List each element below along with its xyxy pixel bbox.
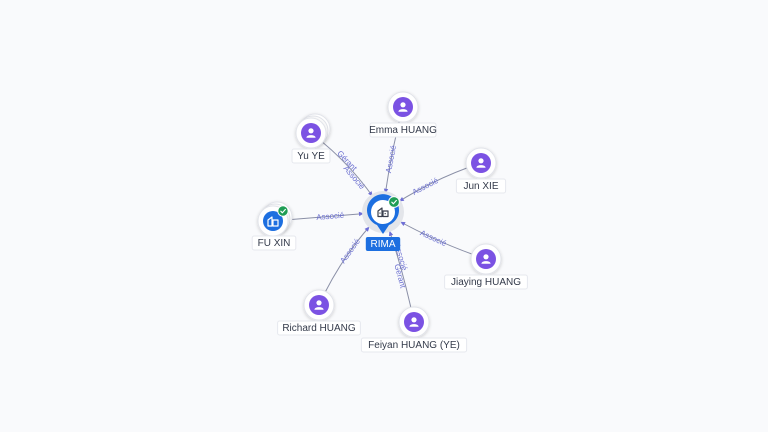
edge-arrow bbox=[364, 226, 370, 232]
center-node[interactable]: RIMA bbox=[362, 191, 404, 251]
node-label: Feiyan HUANG (YE) bbox=[368, 340, 460, 351]
node-fuxin[interactable]: FU XIN bbox=[251, 201, 297, 251]
verified-check-icon bbox=[277, 205, 289, 217]
node-label: FU XIN bbox=[258, 238, 291, 249]
node-label: Richard HUANG bbox=[282, 323, 356, 334]
node-feiyan[interactable]: Feiyan HUANG (YE) bbox=[360, 306, 468, 353]
edge-arrow bbox=[388, 230, 394, 237]
node-richard[interactable]: Richard HUANG bbox=[277, 289, 361, 336]
edge-arrow bbox=[383, 188, 389, 194]
node-label-bg bbox=[360, 337, 468, 353]
edge-arrow bbox=[400, 221, 406, 227]
edge-label: Associé bbox=[419, 228, 449, 248]
company-icon bbox=[267, 216, 279, 227]
edge-label: Associé bbox=[338, 237, 362, 265]
node-emma[interactable]: Emma HUANG bbox=[369, 91, 437, 138]
node-label: Jiaying HUANG bbox=[451, 277, 521, 288]
node-label: Jun XIE bbox=[463, 181, 498, 192]
edge-label: Associé bbox=[411, 176, 440, 197]
node-label: Yu YE bbox=[297, 151, 325, 162]
node-label: Emma HUANG bbox=[369, 125, 437, 136]
node-label-bg bbox=[444, 274, 528, 290]
node-label-bg bbox=[251, 235, 297, 251]
center-label: RIMA bbox=[371, 239, 396, 250]
center-label-bg bbox=[365, 237, 401, 251]
edge-arrow bbox=[358, 211, 364, 217]
node-jun[interactable]: Jun XIE bbox=[455, 147, 507, 194]
company-icon bbox=[377, 207, 389, 218]
edge-label: Associé bbox=[316, 211, 345, 222]
node-label-bg bbox=[291, 148, 331, 164]
verified-check-icon bbox=[388, 196, 400, 208]
node-label-bg bbox=[455, 178, 507, 194]
edge-label: Associé bbox=[384, 144, 398, 174]
node-yu[interactable]: Yu YE bbox=[291, 113, 331, 164]
node-jiaying[interactable]: Jiaying HUANG bbox=[444, 243, 528, 290]
node-label-bg bbox=[369, 122, 437, 138]
node-label-bg bbox=[277, 320, 361, 336]
